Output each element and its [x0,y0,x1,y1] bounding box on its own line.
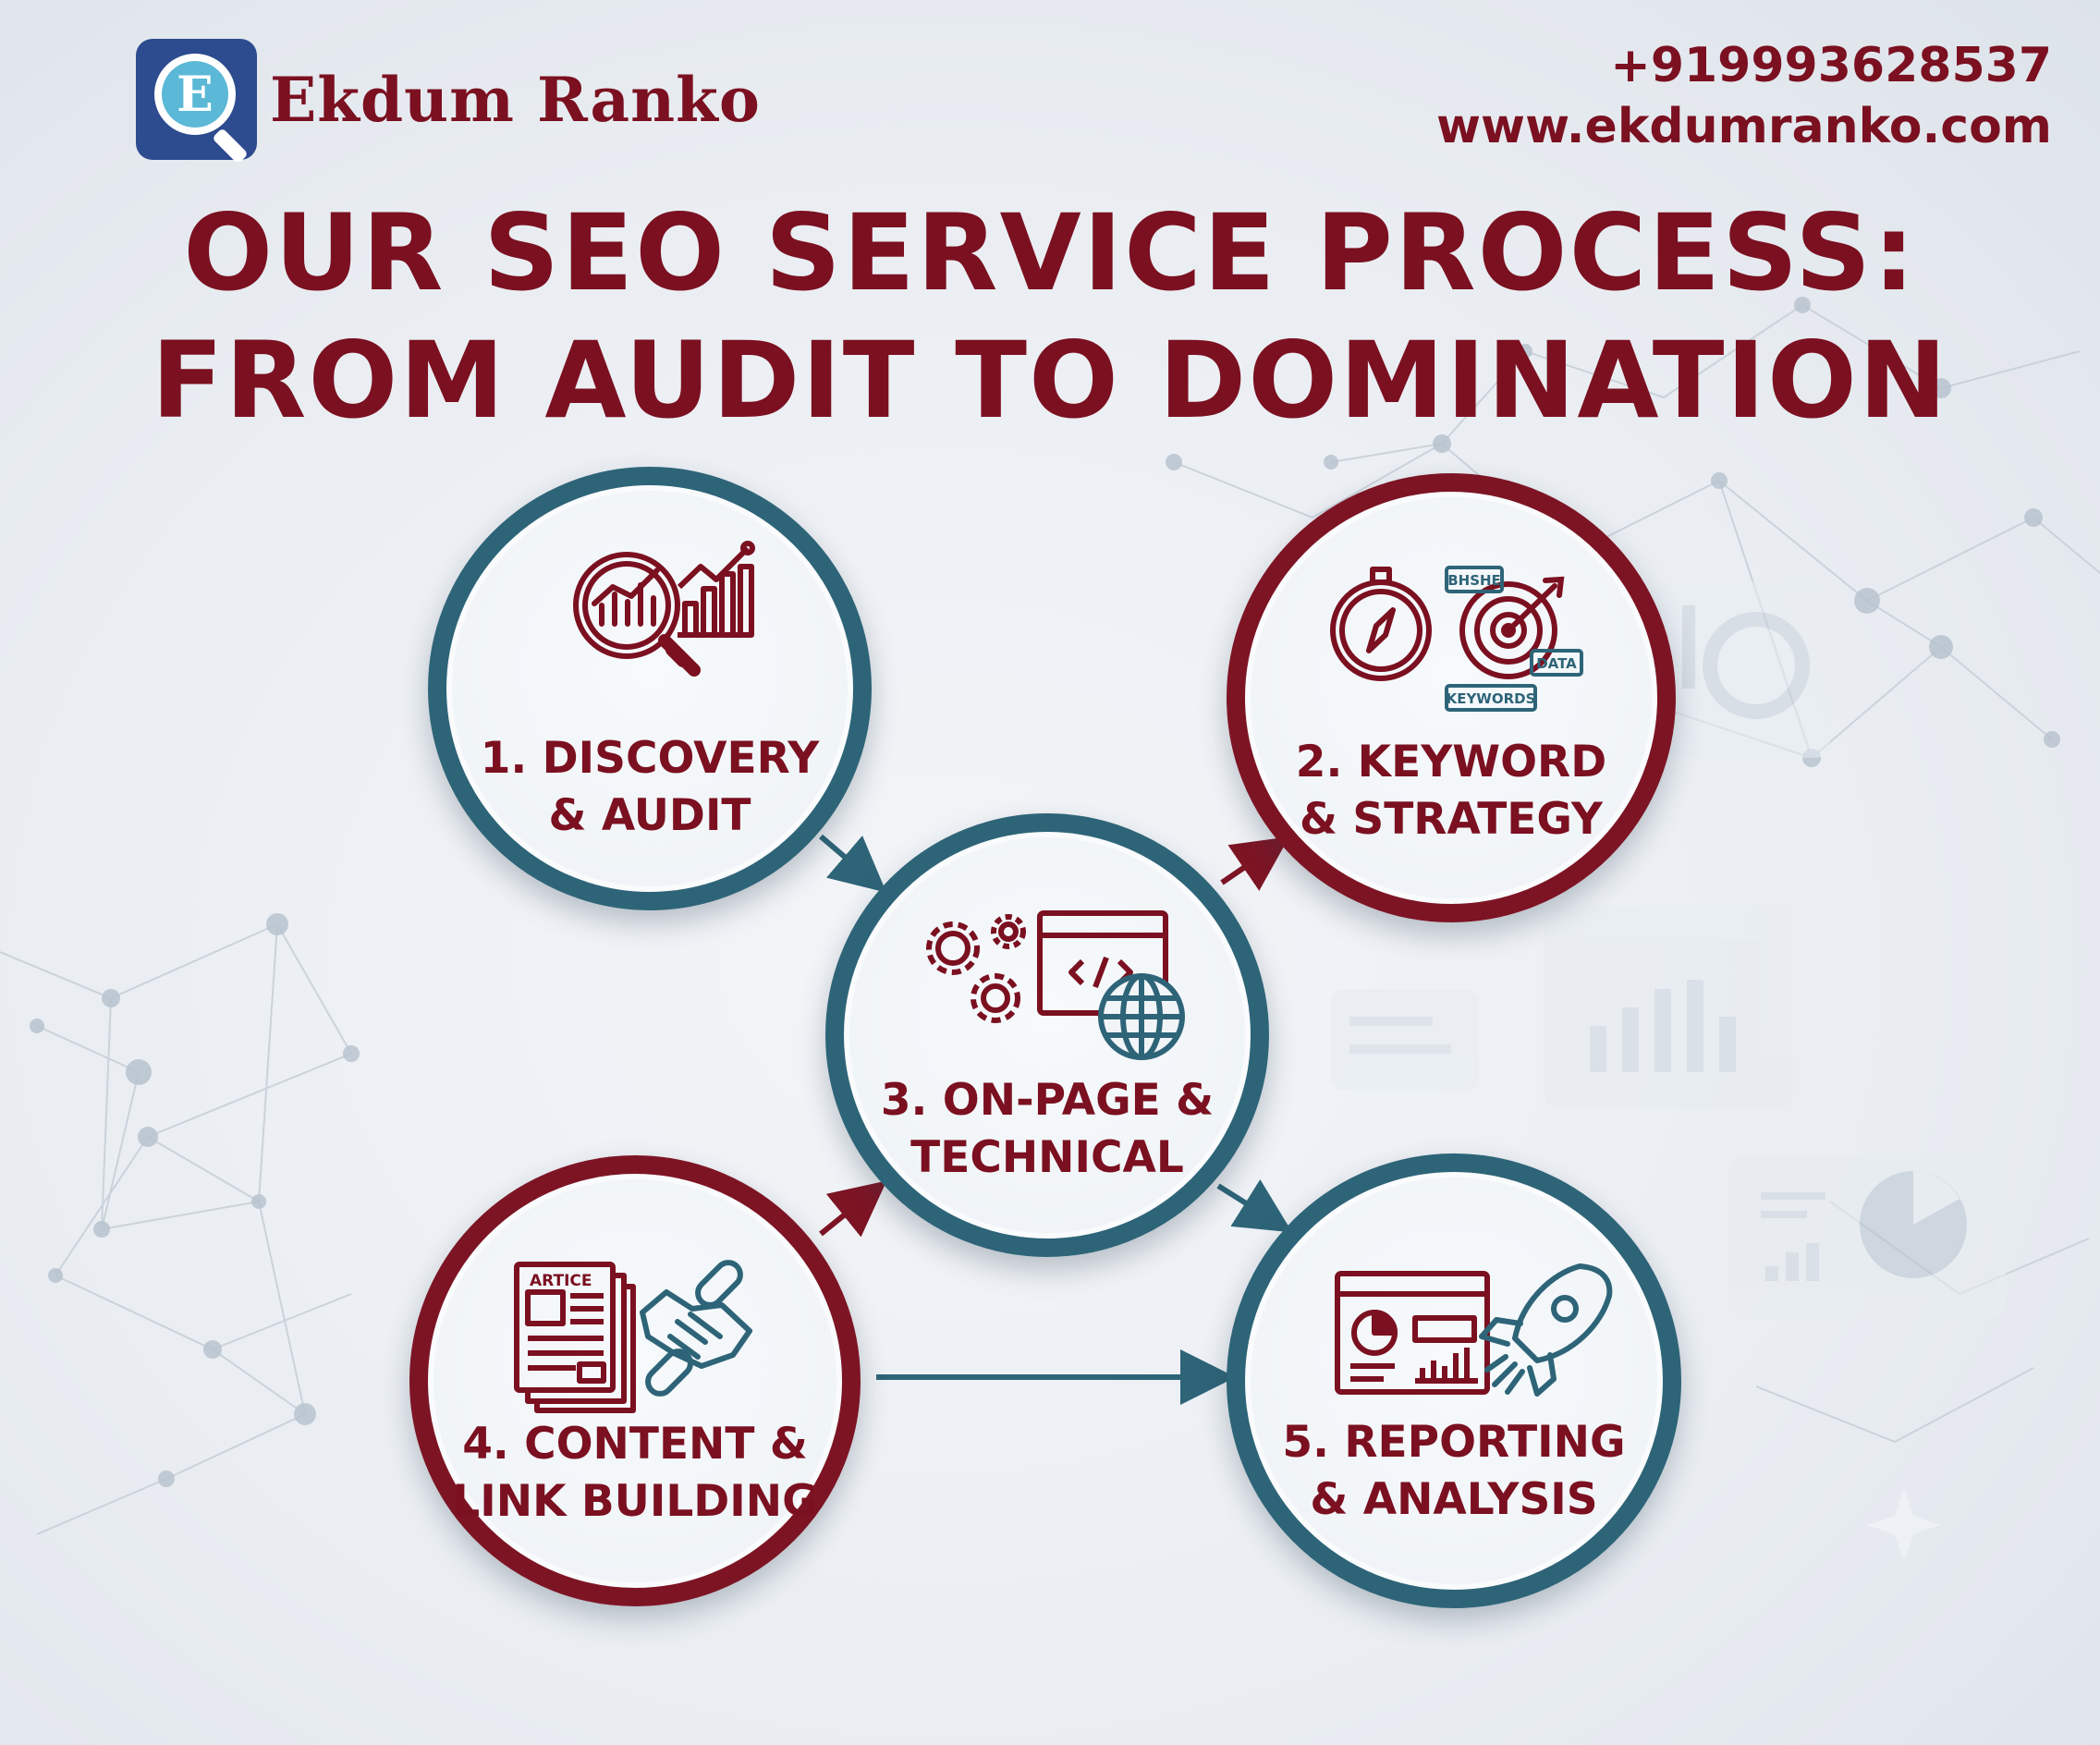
arrow-step3-to-step5 [1216,1179,1293,1233]
contact-info: +919993628537 www.ekdumranko.com [1436,35,2052,157]
step-on-page-technical[interactable]: 3. ON-PAGE & TECHNICAL [825,813,1269,1257]
target-arrow-icon [1459,576,1565,679]
arrow-step4-to-step3 [819,1180,887,1238]
tag-bhshe [1445,566,1504,593]
rocket-icon [1479,1263,1613,1397]
step-5-subtitle: & ANALYSIS [1310,1474,1598,1525]
brand-logo[interactable]: E Ekdum Ranko [134,37,761,163]
article-tag-text: ARTICE [530,1272,592,1290]
step-2-subtitle: & STRATEGY [1300,794,1603,845]
title-line-2: FROM AUDIT TO DOMINATION [151,319,1949,442]
step-1-title: 1. DISCOVERY [480,733,820,784]
tag-data [1530,649,1583,677]
brand-name: Ekdum Ranko [270,63,761,136]
logo-letter: E [177,67,214,123]
step-1-subtitle: & AUDIT [548,790,751,841]
chain-link-icon [645,1260,743,1397]
step-content-link-building[interactable]: ARTICE 4. CONTENT & LINK BUILDING [409,1155,861,1606]
arrow-step3-to-step2 [1220,836,1289,891]
tag-data-text: DATA [1536,655,1577,672]
article-icon [514,1262,636,1413]
tag-keywords-text: KEYWORDS [1447,690,1536,707]
magnifier-logo-icon: E [134,37,259,163]
phone-number[interactable]: +919993628537 [1610,38,2052,93]
tag-bhshe-text: BHSHE [1447,572,1501,589]
magnifier-chart-icon [573,552,701,677]
compass-icon [1330,567,1432,681]
step-4-subtitle: LINK BUILDING [452,1476,818,1527]
arrow-step1-to-step3 [819,834,887,893]
step-discovery-audit[interactable]: 1. DISCOVERY & AUDIT [428,467,872,910]
globe-icon [1098,973,1185,1060]
step-3-title: 3. ON-PAGE & [880,1075,1215,1126]
dashboard-icon [1335,1271,1490,1395]
page-title: OUR SEO SERVICE PROCESS: FROM AUDIT TO D… [0,189,2100,445]
step-2-title: 2. KEYWORD [1295,737,1607,787]
step-4-title: 4. CONTENT & [462,1419,808,1470]
tag-keywords [1445,684,1537,712]
gears-icon [926,914,1026,1023]
website-link[interactable]: www.ekdumranko.com [1436,99,2052,154]
step-3-subtitle: TECHNICAL [910,1132,1184,1183]
code-window-icon [1037,910,1168,1016]
step-reporting-analysis[interactable]: 5. REPORTING & ANALYSIS [1227,1153,1681,1608]
step-5-title: 5. REPORTING [1282,1417,1626,1468]
handshake-icon [640,1289,752,1369]
step-keyword-strategy[interactable]: BHSHE DATA KEYWORDS 2. KEYWORD & STRATEG… [1227,473,1676,922]
title-line-1: OUR SEO SERVICE PROCESS: [183,191,1917,314]
bar-chart-icon [677,541,755,638]
